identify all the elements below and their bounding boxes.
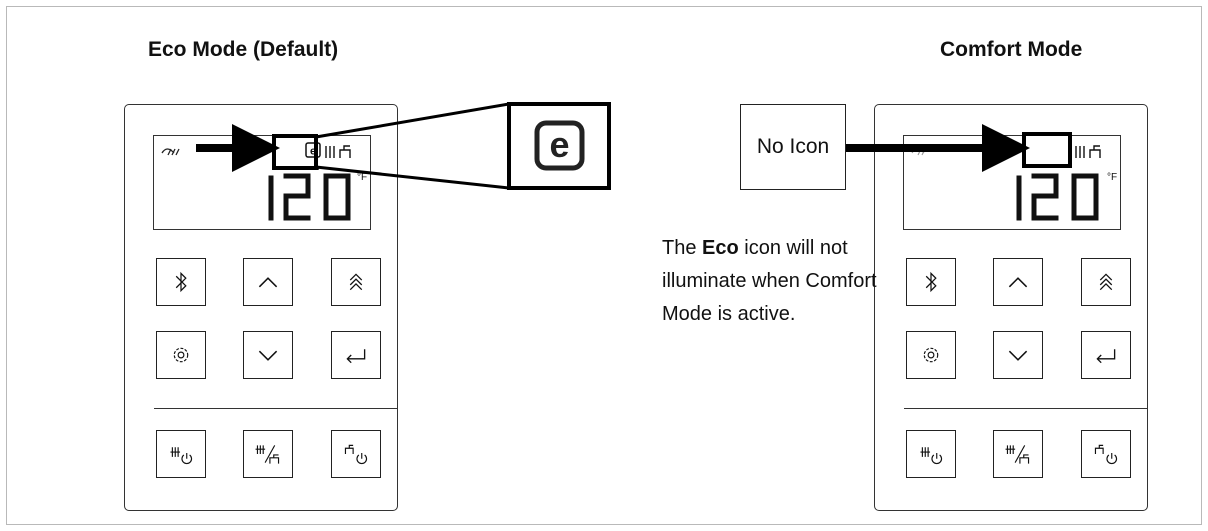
gear-icon — [923, 347, 939, 363]
hot-water-power-icon — [344, 444, 368, 465]
heating-power-icon — [170, 447, 193, 465]
eco-icon-zoom: e — [507, 102, 611, 190]
eco-control-panel: e °F — [124, 104, 398, 511]
enter-button[interactable] — [331, 331, 381, 379]
eco-icon: e — [305, 142, 321, 158]
hot-water-power-icon — [1094, 444, 1118, 465]
comfort-mode-title: Comfort Mode — [940, 38, 1083, 61]
temperature-digits — [268, 173, 351, 221]
boost-up-button[interactable] — [331, 258, 381, 306]
enter-icon — [1096, 349, 1116, 364]
note-suffix: icon will not illuminate when Comfort Mo… — [662, 237, 877, 325]
radiator-indicator-icon — [325, 146, 335, 158]
note-emphasis: Eco — [702, 237, 739, 259]
up-button[interactable] — [993, 258, 1043, 306]
radiator-indicator-icon — [1075, 146, 1085, 158]
chevron-up-icon — [1008, 277, 1028, 288]
note-prefix: The — [662, 237, 703, 259]
figure-frame — [6, 6, 1202, 525]
bluetooth-button[interactable] — [156, 258, 206, 306]
boost-up-button[interactable] — [1081, 258, 1131, 306]
no-icon-callout: No Icon — [740, 104, 846, 190]
hot-water-power-button[interactable] — [331, 430, 381, 478]
down-button[interactable] — [993, 331, 1043, 379]
gear-icon — [173, 347, 189, 363]
double-chevron-up-icon — [1099, 273, 1113, 291]
comfort-note: The Eco icon will not illuminate when Co… — [662, 232, 882, 331]
enter-icon — [346, 349, 366, 364]
chevron-down-icon — [258, 350, 278, 361]
double-chevron-up-icon — [349, 273, 363, 291]
eco-display-graphic: e °F — [161, 142, 367, 221]
eco-mode-title: Eco Mode (Default) — [148, 38, 339, 61]
comfort-display-graphic: °F — [911, 142, 1117, 221]
heating-power-button[interactable] — [906, 430, 956, 478]
heating-hot-water-button[interactable] — [243, 430, 293, 478]
unit-label: °F — [357, 172, 367, 183]
eco-display: e °F — [153, 135, 371, 230]
bluetooth-icon — [175, 271, 187, 293]
panel-divider — [154, 408, 397, 409]
faucet-indicator-icon — [1089, 145, 1101, 158]
comfort-control-panel: °F — [874, 104, 1148, 511]
svg-text:e: e — [549, 124, 569, 165]
enter-button[interactable] — [1081, 331, 1131, 379]
heating-power-icon — [920, 447, 943, 465]
down-button[interactable] — [243, 331, 293, 379]
settings-button[interactable] — [906, 331, 956, 379]
hot-water-power-button[interactable] — [1081, 430, 1131, 478]
bluetooth-button[interactable] — [906, 258, 956, 306]
chevron-up-icon — [258, 277, 278, 288]
unit-label: °F — [1107, 172, 1117, 183]
chevron-down-icon — [1008, 350, 1028, 361]
up-button[interactable] — [243, 258, 293, 306]
no-icon-label: No Icon — [756, 135, 830, 158]
comfort-display: °F — [903, 135, 1121, 230]
faucet-indicator-icon — [339, 145, 351, 158]
heating-hot-water-icon — [255, 445, 280, 464]
bluetooth-icon — [925, 271, 937, 293]
svg-text:e: e — [310, 146, 316, 158]
heating-power-button[interactable] — [156, 430, 206, 478]
temperature-digits — [1016, 173, 1099, 221]
heating-hot-water-icon — [1005, 445, 1030, 464]
panel-divider — [904, 408, 1147, 409]
settings-button[interactable] — [156, 331, 206, 379]
eco-icon-zoomed: e — [534, 120, 585, 171]
heating-hot-water-button[interactable] — [993, 430, 1043, 478]
